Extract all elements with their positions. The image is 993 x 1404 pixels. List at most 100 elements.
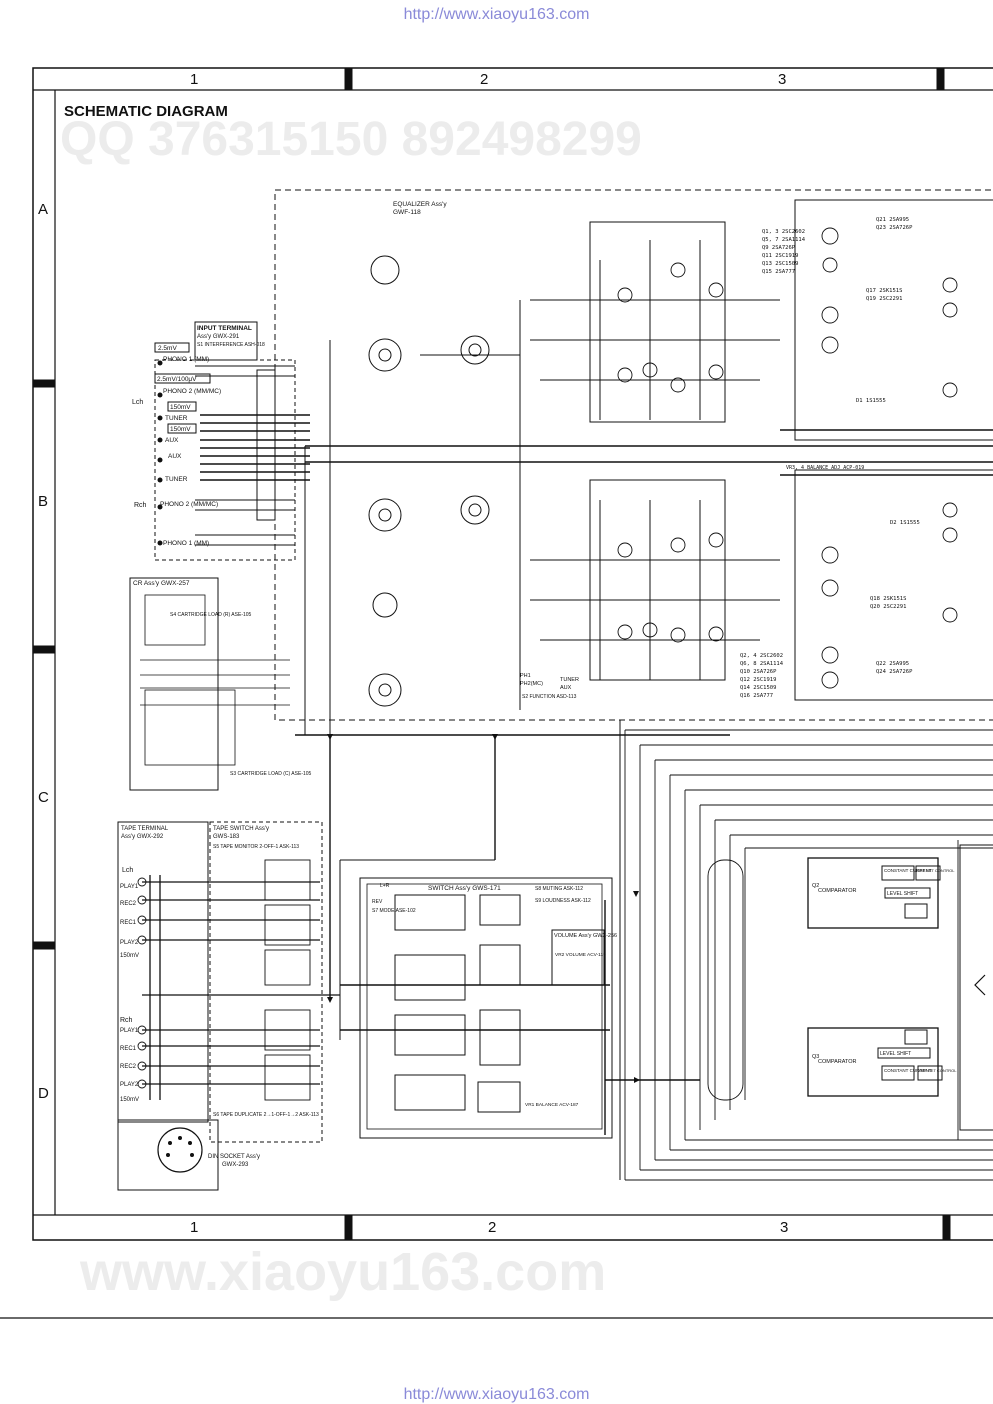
din-socket-block: DIN SOCKET Ass'y GWX-293 (117, 1119, 260, 1191)
q-list-bottom-0: Q2, 4 2SC2602 (740, 653, 783, 659)
jack-phono2-r: PHONO 2 (MM/MC) (160, 501, 218, 508)
comparator-q2-ref: Q2 (812, 883, 819, 889)
comparator-q2-label: COMPARATOR (818, 888, 857, 894)
q-list-top-2: Q9 2SA726P (762, 245, 796, 251)
q-list-bottom-5: Q16 2SA777 (740, 693, 773, 699)
switch-assy-mode: S7 MODE ASE-102 (372, 908, 416, 914)
tape-block: TAPE TERMINAL Ass'y GWX-292 TAPE SWITCH … (117, 821, 340, 1143)
balance-adj-label: VR3, 4 BALANCE ADJ ACP-019 (786, 465, 864, 471)
equalizer-assy: GWF-118 (393, 209, 421, 216)
tape-switch-title: TAPE SWITCH Ass'y (213, 826, 269, 832)
input-terminal-note: S1 INTERFERENCE ASH-018 (197, 342, 265, 348)
cr-assy-s4: S4 CARTRIDGE LOAD (R) ASE-105 (170, 612, 252, 618)
q-right-top-4: D1 1S1555 (856, 398, 886, 404)
q-right-top-1: Q23 2SA726P (876, 225, 913, 231)
input-terminal-assy: Ass'y GWX-291 (197, 334, 240, 340)
q-list-bottom-3: Q12 2SC1919 (740, 677, 776, 683)
level-150mv-b: 150mV (170, 426, 191, 433)
q-list-top-3: Q11 2SC1919 (762, 253, 798, 259)
drawing-frame (0, 67, 993, 1319)
input-terminal-block: INPUT TERMINAL Ass'y GWX-291 S1 INTERFER… (132, 321, 310, 561)
q-right-top-2: Q17 2SK151S (866, 288, 902, 294)
q-list-top-5: Q15 2SA777 (762, 269, 795, 275)
channel-right-tape: Rch (120, 1017, 133, 1024)
tape-terminal-assy: Ass'y GWX-292 (121, 834, 164, 840)
selector-ph2: PH2(MC) (520, 681, 543, 687)
selector-aux: AUX (560, 685, 572, 691)
comparator-q2-shift: LEVEL SHIFT (887, 891, 918, 897)
q-right-bottom-4: D2 1S1555 (890, 520, 920, 526)
signal-arrows (327, 734, 640, 1083)
comparator-q2-offset: OFF SET CONTROL (917, 868, 955, 873)
cr-assy-title: CR Ass'y GWX-257 (133, 580, 190, 587)
q-list-top-4: Q13 2SC1509 (762, 261, 798, 267)
column-label-2-bottom: 2 (488, 1219, 496, 1236)
comparator-q3-shift: LEVEL SHIFT (880, 1051, 911, 1057)
switch-assy-title: SWITCH Ass'y GWS-171 (428, 885, 501, 892)
channel-left-tape: Lch (122, 867, 133, 874)
level-2-5mv: 2.5mV (158, 345, 177, 352)
row-label-a: A (38, 201, 48, 218)
q-right-top-3: Q19 2SC2291 (866, 296, 902, 302)
tape-play2-r: PLAY2 (120, 1082, 139, 1088)
volume-title: VOLUME Ass'y GWX-256 (554, 933, 617, 939)
tape-duplicate-label: S6 TAPE DUPLICATE 2→1-OFF-1→2 ASK-113 (213, 1112, 319, 1118)
column-label-2: 2 (480, 71, 488, 88)
tape-150mv-r: 150mV (120, 1097, 139, 1103)
q-right-bottom-1: Q20 2SC2291 (870, 604, 906, 610)
switch-assy-rev: REV (372, 899, 383, 905)
channel-right-input: Rch (134, 502, 147, 509)
jack-phono1-r: PHONO 1 (MM) (163, 540, 209, 547)
column-label-1-bottom: 1 (190, 1219, 198, 1236)
tape-rec2-l: REC2 (120, 901, 137, 907)
tape-150mv-l: 150mV (120, 953, 139, 959)
din-connector-icon (157, 1127, 203, 1173)
triangle-output-icon (974, 974, 986, 996)
q-list-top-1: Q5, 7 2SA1114 (762, 237, 806, 243)
comparator-q3-constant: CONSTANT CURRENT (884, 1068, 932, 1073)
tape-rec1-r: REC1 (120, 1046, 137, 1052)
level-2-5mv-100uv: 2.5mV/100μV (157, 376, 197, 383)
function-selector-block: PH1 PH2(MC) TUNER AUX S2 FUNCTION ASD-11… (295, 255, 730, 736)
cr-assy-block: CR Ass'y GWX-257 S4 CARTRIDGE LOAD (R) A… (129, 577, 312, 791)
jack-aux-l: AUX (165, 437, 179, 444)
jack-tuner-l: TUNER (165, 415, 188, 422)
comparator-block: COMPARATOR Q2 COMPARATOR Q3 CONSTANT CUR… (624, 729, 993, 1181)
tape-rec2-r: REC2 (120, 1064, 137, 1070)
equalizer-block: EQUALIZER Ass'y GWF-118 (274, 189, 993, 721)
q-list-top-0: Q1, 3 2SC2602 (762, 229, 805, 235)
row-label-b: B (38, 493, 48, 510)
comparator-q3-ref: Q3 (812, 1054, 819, 1060)
jack-phono1-l: PHONO 1 (MM) (163, 356, 209, 363)
header-url-top[interactable]: http://www.xiaoyu163.com (403, 6, 590, 23)
q-right-bottom-0: Q18 2SK151S (870, 596, 906, 602)
diagram-title: SCHEMATIC DIAGRAM (64, 103, 228, 120)
tape-rec1-l: REC1 (120, 920, 137, 926)
switch-assy-block: SWITCH Ass'y GWS-171 S8 MUTING ASK-112 S… (329, 720, 700, 1180)
row-label-d: D (38, 1085, 49, 1102)
footer-url-bottom[interactable]: http://www.xiaoyu163.com (403, 1386, 590, 1403)
comparator-q3-offset: OFF SET CONTROL (919, 1068, 957, 1073)
watermark-site: www.xiaoyu163.com (79, 1242, 606, 1302)
q-list-bottom-2: Q10 2SA726P (740, 669, 777, 675)
q-right-bottom-2: Q22 2SA995 (876, 661, 909, 667)
tape-terminal-title: TAPE TERMINAL (121, 826, 169, 832)
equalizer-title: EQUALIZER Ass'y (393, 201, 447, 208)
volume-vr2: VR2 VOLUME ACV-119 (555, 952, 606, 958)
tape-play2-l: PLAY2 (120, 940, 139, 946)
jack-phono2-l: PHONO 2 (MM/MC) (163, 388, 221, 395)
input-terminal-title: INPUT TERMINAL (197, 325, 252, 332)
q-list-bottom-1: Q6, 8 2SA1114 (740, 661, 784, 667)
comparator-q3-label: COMPARATOR (818, 1059, 857, 1065)
volume-vr1: VR1 BALANCE ACV-187 (525, 1102, 579, 1108)
channel-left-input: Lch (132, 399, 143, 406)
tape-play1-r: PLAY1 (120, 1028, 139, 1034)
tape-monitor-label: S5 TAPE MONITOR 2-OFF-1 ASK-113 (213, 844, 299, 850)
jack-aux-r: AUX (168, 453, 182, 460)
q-right-bottom-3: Q24 2SA726P (876, 669, 913, 675)
level-150mv-a: 150mV (170, 404, 191, 411)
selector-tuner: TUNER (560, 677, 579, 683)
row-label-c: C (38, 789, 49, 806)
watermark-qq: QQ 376315150 892498299 (60, 113, 642, 166)
